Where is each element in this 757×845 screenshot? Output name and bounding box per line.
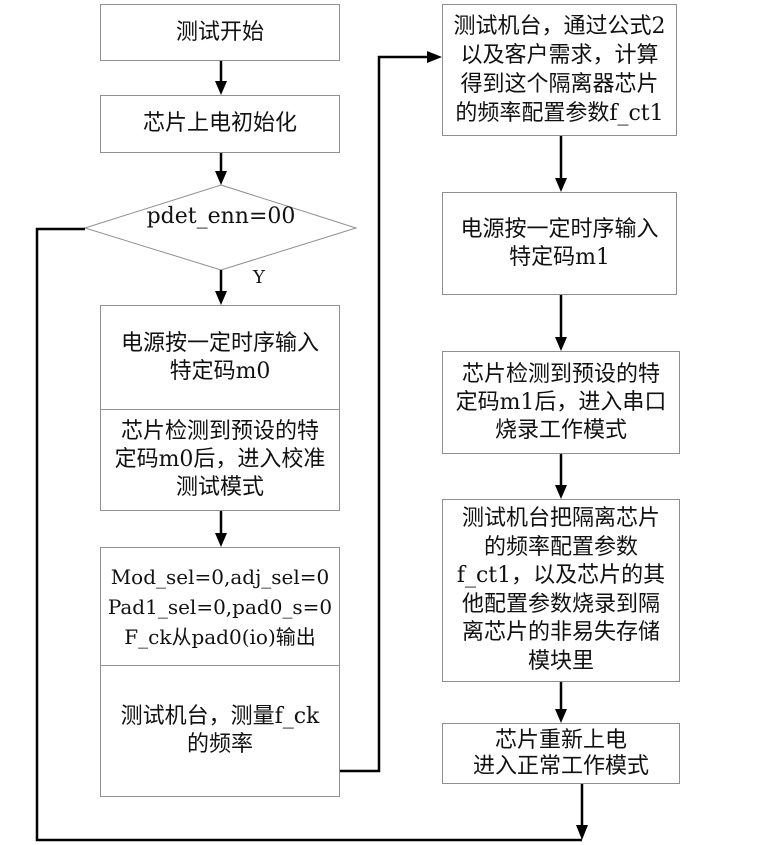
arrowhead-icon <box>576 825 588 840</box>
node-label: 测试开始 <box>175 19 264 45</box>
node-line: Mod_sel=0,adj_sel=0 <box>110 564 330 589</box>
arrowhead-icon <box>427 51 442 63</box>
node-line: 测试模式 <box>175 475 264 500</box>
node-config[interactable]: Mod_sel=0,adj_sel=0 Pad1_sel=0,pad0_s=0 … <box>101 548 339 665</box>
node-line: 定码m1后，进入串口 <box>455 389 667 415</box>
node-group-m0: 电源按一定时序输入 特定码m0 芯片检测到预设的特 定码m0后，进入校准 测试模… <box>100 305 340 511</box>
node-line: 进入正常工作模式 <box>472 753 649 779</box>
node-line: 得到这个隔离器芯片 <box>460 72 659 97</box>
node-line: F_ck从pad0(io)输出 <box>124 624 316 649</box>
node-start[interactable]: 测试开始 <box>100 4 340 61</box>
arrowhead-icon <box>555 485 567 499</box>
node-detect-m0[interactable]: 芯片检测到预设的特 定码m0后，进入校准 测试模式 <box>101 409 339 510</box>
node-group-calibration: Mod_sel=0,adj_sel=0 Pad1_sel=0,pad0_s=0 … <box>100 547 340 797</box>
node-line: 的频率配置参数 <box>483 534 638 560</box>
node-line: 芯片检测到预设的特 <box>120 419 319 444</box>
node-line: 电源按一定时序输入 <box>120 330 319 356</box>
node-line: 模块里 <box>527 648 594 674</box>
decision-label: pdet_enn=00 <box>146 204 296 229</box>
arrowhead-icon <box>555 709 567 723</box>
node-repower[interactable]: 芯片重新上电 进入正常工作模式 <box>442 723 680 784</box>
arrowhead-icon <box>215 171 227 185</box>
node-detect-m1[interactable]: 芯片检测到预设的特 定码m1后，进入串口 烧录工作模式 <box>442 351 680 454</box>
node-measure[interactable]: 测试机台，测量f_ck 的频率 <box>101 665 339 796</box>
node-input-m0[interactable]: 电源按一定时序输入 特定码m0 <box>101 306 339 409</box>
node-line: 测试机台，测量f_ck <box>120 704 320 729</box>
node-line: 离芯片的非易失存储 <box>461 620 660 645</box>
node-label: 芯片上电初始化 <box>142 111 297 136</box>
arrowhead-icon <box>215 291 227 305</box>
node-line: 以及客户需求，计算 <box>460 43 659 68</box>
node-line: 定码m0后，进入校准 <box>114 447 326 472</box>
decision-yes-label: Y <box>253 267 265 288</box>
node-line: 烧录工作模式 <box>494 417 627 443</box>
arrowhead-icon <box>215 81 227 95</box>
node-line: 特定码m1 <box>509 244 610 270</box>
node-burn[interactable]: 测试机台把隔离芯片 的频率配置参数 f_ct1，以及芯片的其 他配置参数烧录到隔… <box>442 499 680 682</box>
node-input-m1[interactable]: 电源按一定时序输入 特定码m1 <box>442 192 677 295</box>
loop-back-line <box>35 227 582 842</box>
node-line: f_ct1，以及芯片的其 <box>456 563 666 588</box>
node-line: 测试机台，通过公式2 <box>453 14 666 39</box>
node-line: 芯片检测到预设的特 <box>461 361 660 387</box>
node-line: 芯片重新上电 <box>494 727 627 753</box>
arrowhead-icon <box>555 178 567 192</box>
node-line: 的频率 <box>186 732 253 757</box>
arrowhead-icon <box>215 533 227 547</box>
node-line: 测试机台把隔离芯片 <box>461 506 660 531</box>
node-line: 电源按一定时序输入 <box>460 216 659 242</box>
node-compute[interactable]: 测试机台，通过公式2 以及客户需求，计算 得到这个隔离器芯片 的频率配置参数f_… <box>442 4 677 136</box>
arrow-measure-to-compute <box>340 55 428 773</box>
node-init[interactable]: 芯片上电初始化 <box>100 95 340 153</box>
node-line: 特定码m0 <box>169 358 271 384</box>
arrowhead-icon <box>555 337 567 351</box>
node-line: 的频率配置参数f_ct1 <box>455 101 664 126</box>
node-line: 他配置参数烧录到隔 <box>461 591 660 617</box>
node-line: Pad1_sel=0,pad0_s=0 <box>107 594 333 619</box>
